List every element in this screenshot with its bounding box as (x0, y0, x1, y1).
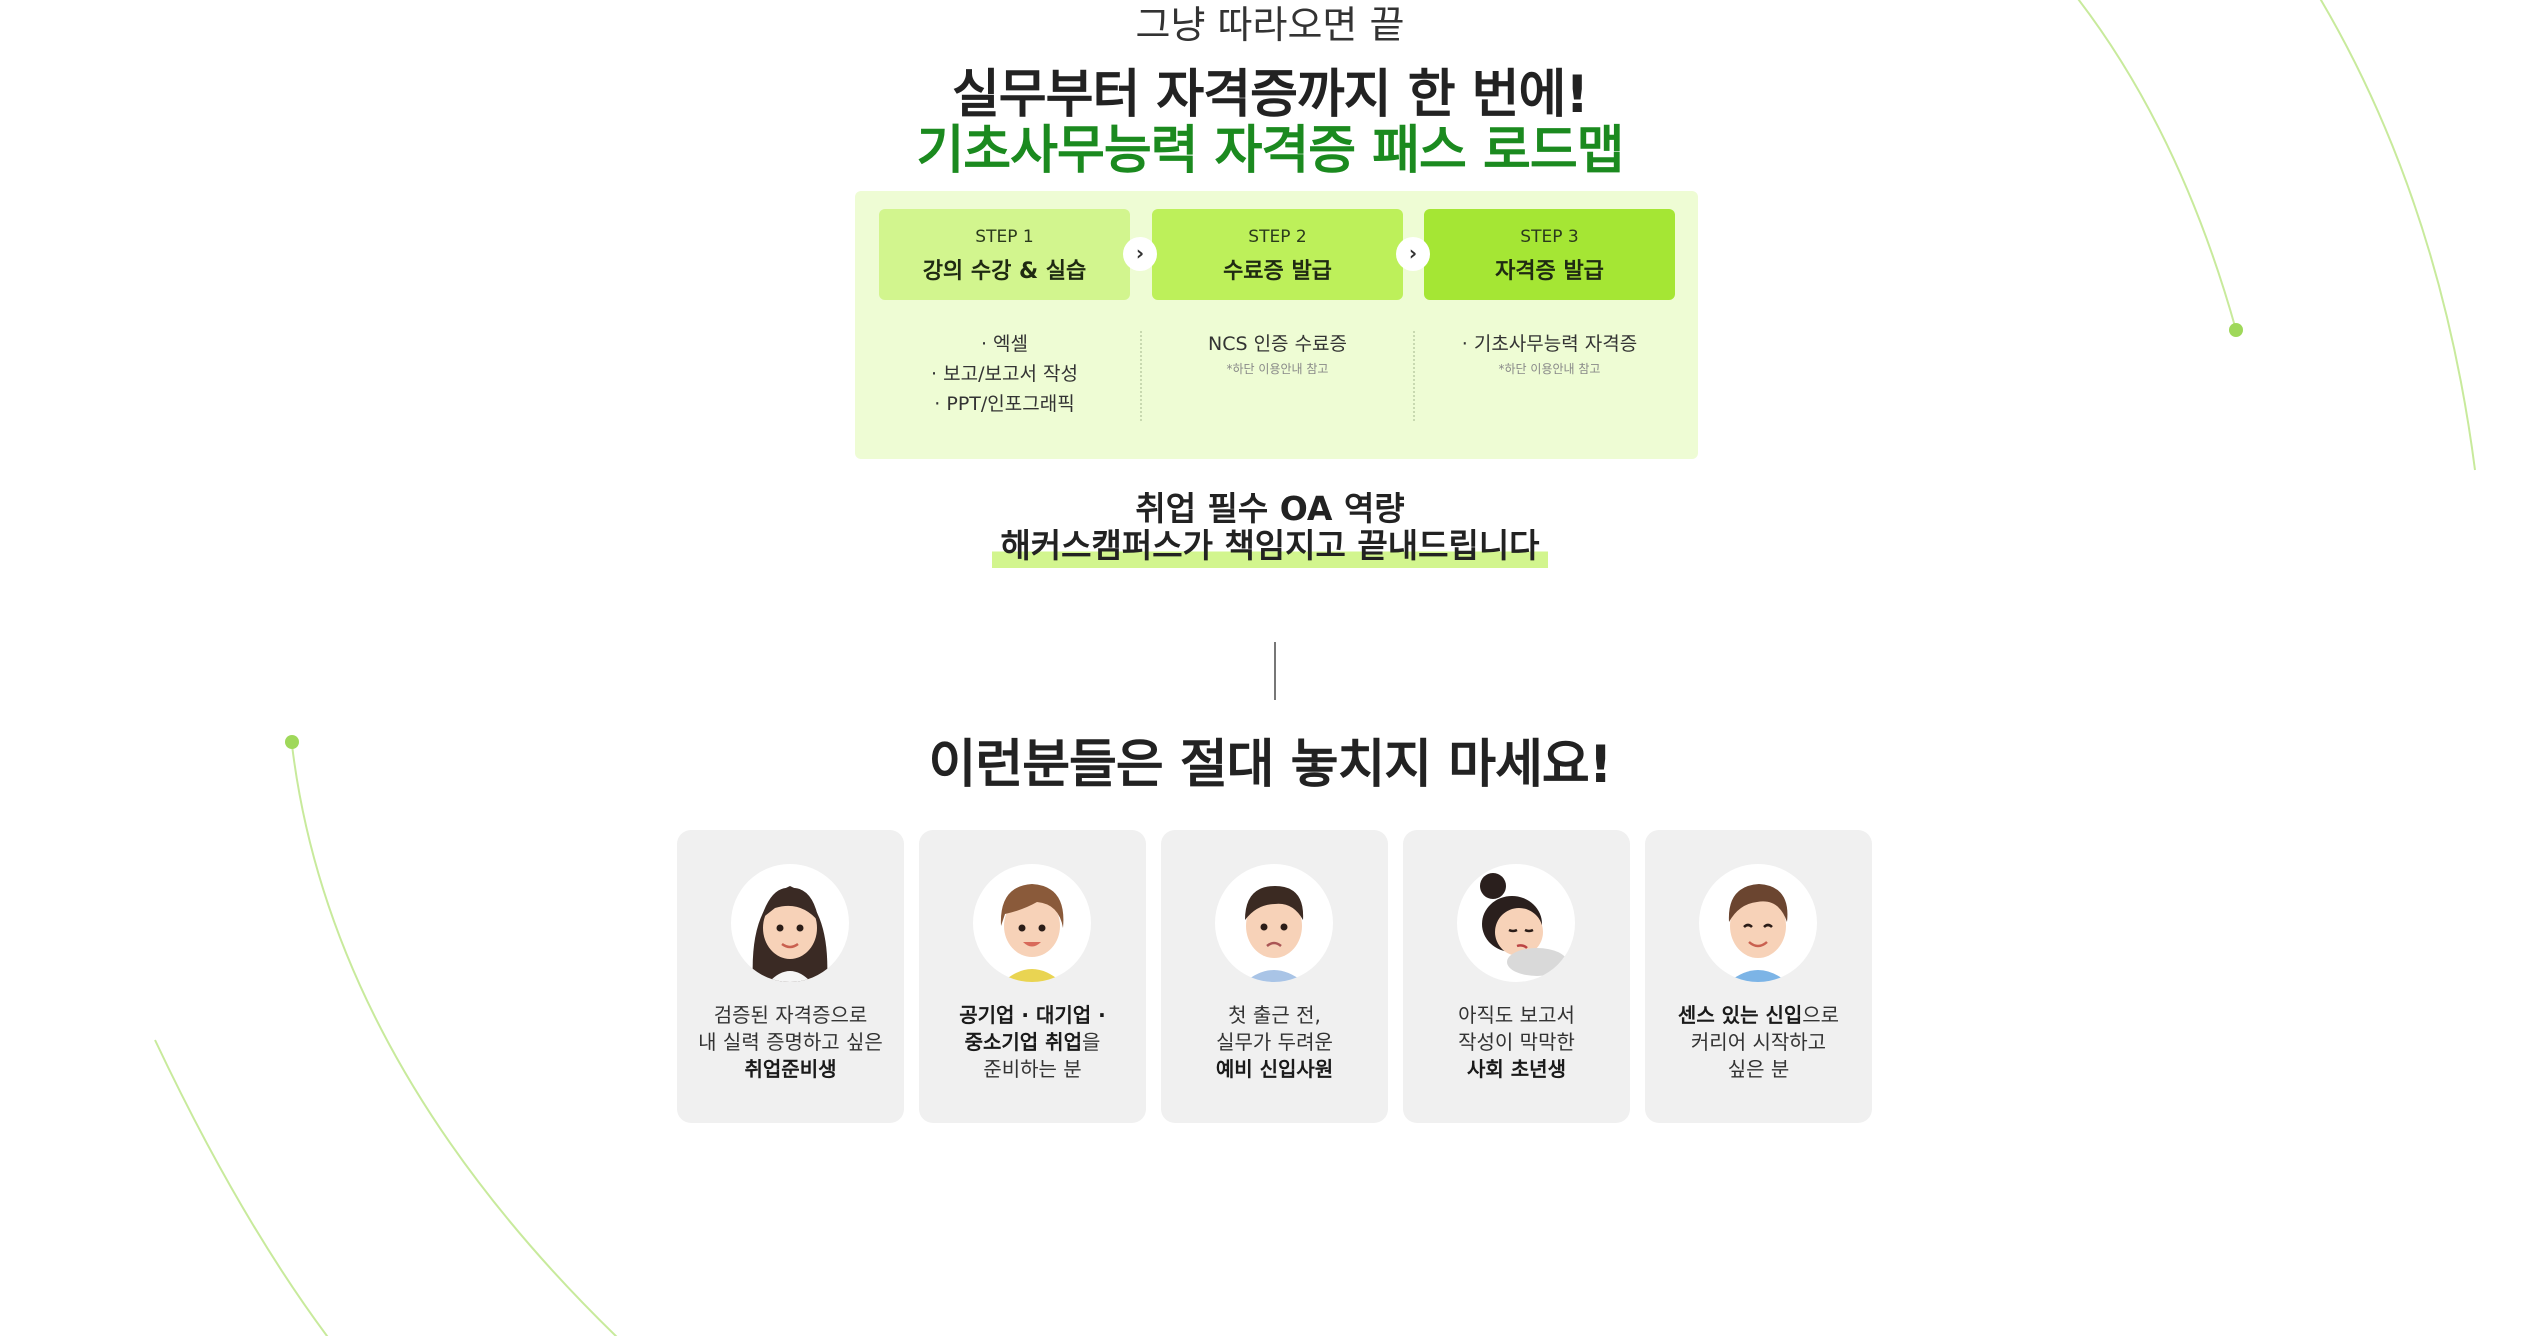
target-card: 공기업 · 대기업 · 중소기업 취업을 준비하는 분 (919, 830, 1146, 1123)
female-short-hair-avatar (973, 864, 1091, 982)
target-card: 검증된 자격증으로 내 실력 증명하고 싶은 취업준비생 (677, 830, 904, 1123)
detail-line: · PPT/인포그래픽 (934, 393, 1075, 415)
section-title: 이런분들은 절대 놓치지 마세요! (928, 735, 1613, 795)
chevron-right-icon: › (1123, 237, 1157, 271)
step-label: STEP 1 (975, 227, 1034, 247)
step-label: STEP 3 (1520, 227, 1579, 247)
card-text: 첫 출근 전, 실무가 두려운 예비 신입사원 (1215, 1003, 1334, 1081)
vertical-divider (1274, 642, 1276, 700)
headline: 실무부터 자격증까지 한 번에! (951, 65, 1589, 125)
target-card: 센스 있는 신입으로 커리어 시작하고 싶은 분 (1645, 830, 1872, 1123)
female-long-hair-avatar (731, 864, 849, 982)
dotted-divider (1413, 331, 1415, 421)
step-name: 자격증 발급 (1495, 259, 1604, 284)
step-label: STEP 2 (1248, 227, 1307, 247)
detail-note: *하단 이용안내 참고 (1498, 362, 1601, 376)
oa-subline-highlighted: 해커스캠퍼스가 책임지고 끝내드립니다 (992, 524, 1548, 568)
card-text: 공기업 · 대기업 · 중소기업 취업을 준비하는 분 (959, 1003, 1106, 1081)
step-3-box: STEP 3 자격증 발급 (1424, 209, 1675, 300)
step-name: 수료증 발급 (1223, 259, 1332, 284)
step-2-details: NCS 인증 수료증 *하단 이용안내 참고 (1152, 329, 1403, 379)
step-3-details: · 기초사무능력 자격증 *하단 이용안내 참고 (1424, 329, 1675, 379)
detail-line: · 엑셀 (980, 333, 1029, 355)
detail-line: NCS 인증 수료증 (1207, 333, 1348, 355)
oa-headline: 취업 필수 OA 역량 (1135, 489, 1405, 528)
step-2-box: STEP 2 수료증 발급 (1152, 209, 1403, 300)
headline-accent: 기초사무능력 자격증 패스 로드맵 (916, 121, 1624, 181)
target-card: 아직도 보고서 작성이 막막한 사회 초년생 (1403, 830, 1630, 1123)
step-1-details: · 엑셀 · 보고/보고서 작성 · PPT/인포그래픽 (879, 329, 1130, 419)
chevron-right-icon: › (1396, 237, 1430, 271)
female-tired-avatar (1457, 864, 1575, 982)
intro-text: 그냥 따라오면 끝 (1135, 3, 1405, 47)
card-text: 아직도 보고서 작성이 막막한 사회 초년생 (1458, 1003, 1575, 1081)
detail-note: *하단 이용안내 참고 (1226, 362, 1329, 376)
step-name: 강의 수강 & 실습 (922, 259, 1087, 284)
detail-line: · 기초사무능력 자격증 (1461, 333, 1638, 355)
roadmap-panel: STEP 1 강의 수강 & 실습 STEP 2 수료증 발급 STEP 3 자… (855, 191, 1698, 459)
card-text: 센스 있는 신입으로 커리어 시작하고 싶은 분 (1677, 1003, 1840, 1081)
male-smiling-avatar (1699, 864, 1817, 982)
detail-line: · 보고/보고서 작성 (931, 363, 1078, 385)
decor-dot (2229, 323, 2243, 337)
dotted-divider (1140, 331, 1142, 421)
decor-dot (285, 735, 299, 749)
target-card: 첫 출근 전, 실무가 두려운 예비 신입사원 (1161, 830, 1388, 1123)
step-1-box: STEP 1 강의 수강 & 실습 (879, 209, 1130, 300)
male-worried-avatar (1215, 864, 1333, 982)
card-text: 검증된 자격증으로 내 실력 증명하고 싶은 취업준비생 (698, 1003, 883, 1081)
